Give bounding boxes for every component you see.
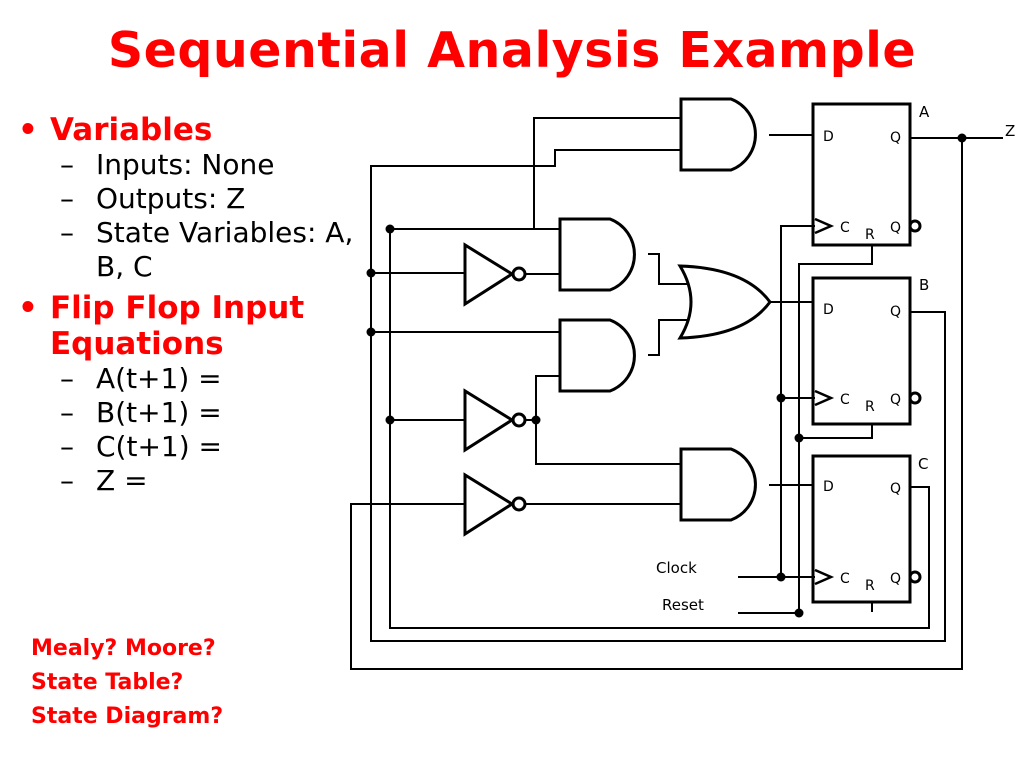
flipflop-c-qbar-pin: Q [890,571,901,587]
sub-bullet-outputs: –Outputs: Z [60,182,246,215]
flipflop-b-qbar-bubble [908,391,922,405]
flipflop-b-label: B [919,276,929,294]
sub-bullet-a-equation: –A(t+1) = [60,362,222,395]
not-gate-2 [463,388,515,453]
flipflop-c-clock-triangle [814,568,835,586]
flipflop-b-d-pin: D [823,302,834,318]
not-gate-1 [463,242,515,307]
output-z-label: Z [1005,122,1015,140]
flipflop-a-d-pin: D [823,129,834,145]
and-gate-2 [558,217,636,292]
not-gate-3-bubble [511,496,527,512]
sub-bullet-inputs: –Inputs: None [60,148,275,181]
flipflop-c-d-pin: D [823,479,834,495]
flipflop-a-clock-triangle [814,217,835,235]
clock-label: Clock [656,559,697,577]
flipflop-c-q-pin: Q [890,481,901,497]
bullet-flip-flop-equations: •Flip Flop Input Equations [18,290,305,362]
flipflop-a-q-pin: Q [890,130,901,146]
sub-bullet-b-equation: –B(t+1) = [60,396,222,429]
and-gate-1 [679,97,757,172]
sub-bullet-c-equation: –C(t+1) = [60,430,223,463]
question-state-diagram: State Diagram? [31,704,224,729]
flipflop-a-r-pin: R [865,227,875,243]
flipflop-c-qbar-bubble [908,570,922,584]
flipflop-b-box [811,276,912,426]
not-gate-3 [463,472,515,537]
flipflop-a-box [811,102,912,247]
bullet-outline: •Variables –Inputs: None –Outputs: Z –St… [14,112,359,498]
flipflop-b-clock-triangle [814,389,835,407]
and-gate-4 [679,447,757,522]
or-gate [677,264,772,340]
flipflop-b-c-pin: C [840,392,850,408]
sub-bullet-z-equation: –Z = [60,464,148,497]
reset-label: Reset [662,596,704,614]
flipflop-c-label: C [918,455,928,473]
not-gate-1-bubble [511,266,527,282]
questions-block: Mealy? Moore? State Table? State Diagram… [31,632,223,734]
flipflop-c-c-pin: C [840,571,850,587]
question-mealy-moore: Mealy? Moore? [31,636,216,661]
flipflop-a-label: A [919,103,930,121]
flipflop-a-c-pin: C [840,220,850,236]
flipflop-a-qbar-bubble [908,219,922,233]
flipflop-c-box [811,454,912,604]
flipflop-b-qbar-pin: Q [890,392,901,408]
not-gate-2-bubble [511,412,527,428]
sub-bullet-state-variables: –State Variables: A, B, C [60,216,354,283]
slide-title: Sequential Analysis Example [107,22,917,79]
question-state-table: State Table? [31,670,184,695]
junction-dots [366,133,967,618]
bullet-dot: • [18,290,38,326]
bullet-dot: • [18,112,38,148]
flipflop-c-r-pin: R [865,578,875,594]
flipflop-b-r-pin: R [865,399,875,415]
and-gate-3 [558,318,636,393]
flipflop-b-q-pin: Q [890,304,901,320]
wiring [350,117,1003,670]
bullet-variables: •Variables [18,112,213,148]
flipflop-a-qbar-pin: Q [890,220,901,236]
